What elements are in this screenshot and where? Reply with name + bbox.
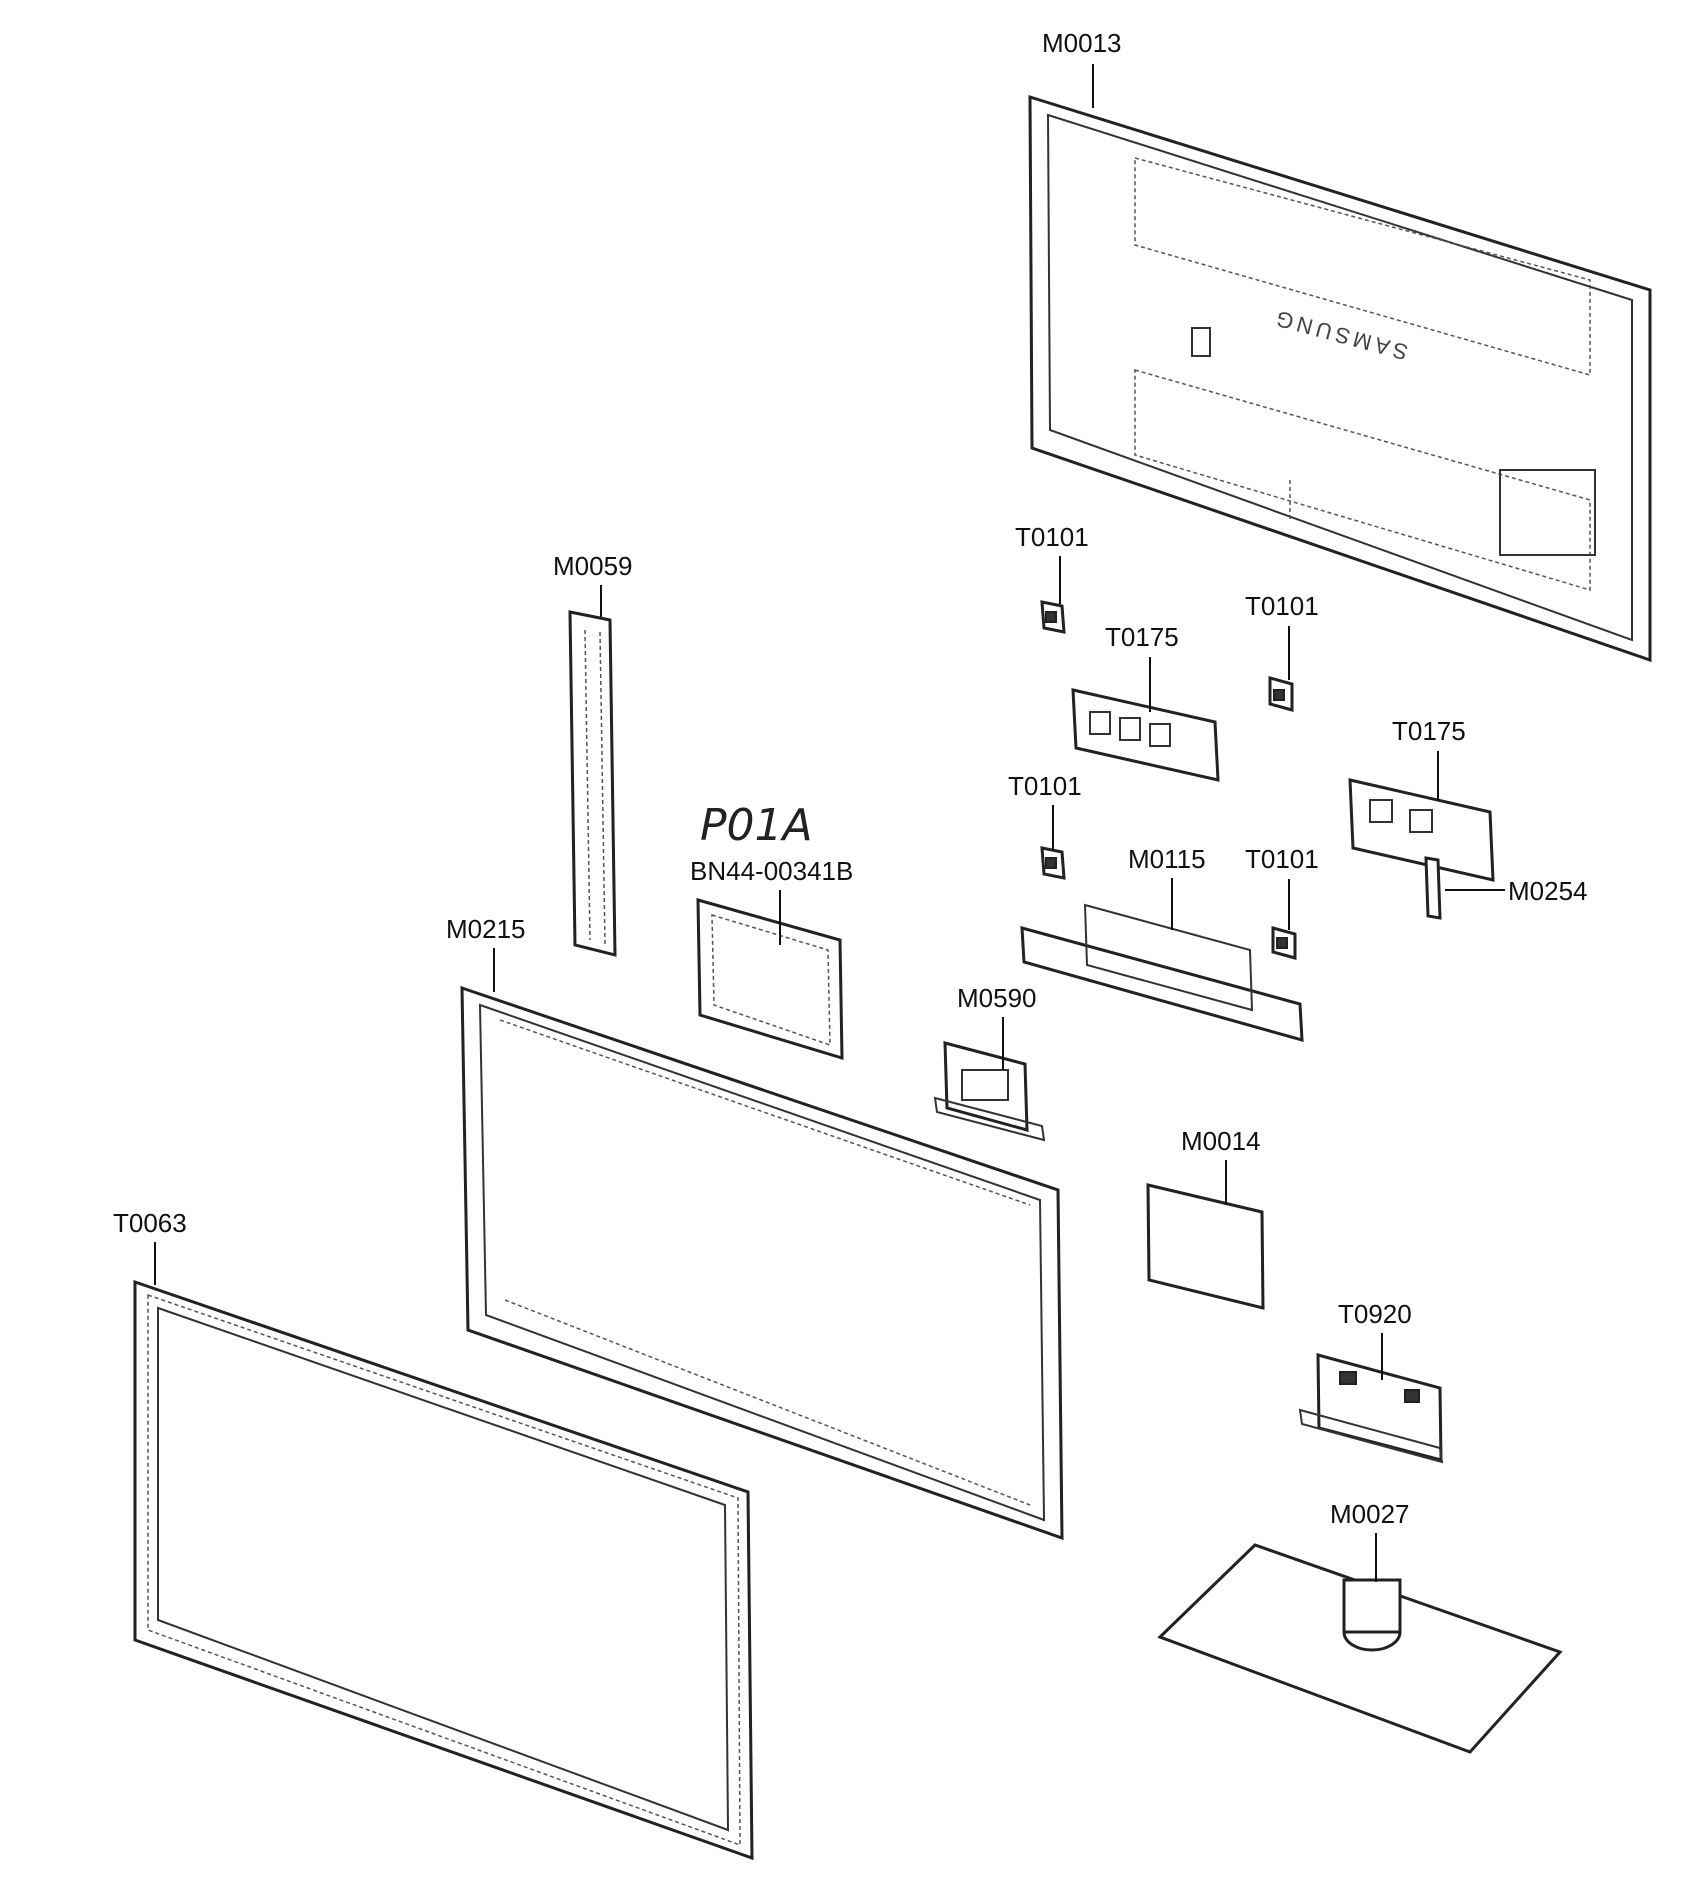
clip-part-b (1268, 676, 1294, 712)
stand-cover-part (1298, 1353, 1444, 1464)
callout-m0254: M0254 (1508, 876, 1588, 906)
rear-cover-part: SAMSUNG (1028, 94, 1652, 663)
callout-m0115: M0115 (1128, 844, 1206, 874)
center-bracket-part (933, 1041, 1046, 1142)
long-bracket-part (1020, 903, 1304, 1043)
callout-t0920: T0920 (1338, 1299, 1412, 1329)
callout-t0101-c: T0101 (1008, 771, 1082, 801)
callout-m0215: M0215 (446, 914, 526, 944)
callout-t0175-a: T0175 (1105, 622, 1179, 652)
callout-t0101-a: T0101 (1015, 522, 1089, 552)
callout-t0101-d: T0101 (1245, 844, 1319, 874)
part-labels: M0013 M0059 T0101 T0101 T0101 T0101 T017… (113, 28, 1588, 1529)
jack-bracket-part-b (1348, 778, 1495, 882)
callout-t0175-b: T0175 (1392, 716, 1466, 746)
sheet-part (1146, 1183, 1265, 1310)
front-bezel-part (133, 1279, 754, 1861)
leader-lines (154, 64, 1505, 1582)
jack-bracket-part-a (1071, 688, 1220, 782)
display-panel-part (460, 985, 1064, 1541)
callout-t0063: T0063 (113, 1208, 187, 1238)
clip-part-a (1040, 600, 1066, 634)
callout-m0590: M0590 (957, 983, 1037, 1013)
stand-base-part (1157, 1543, 1563, 1754)
clip-part-d (1271, 926, 1297, 960)
callout-m0014: M0014 (1181, 1126, 1261, 1156)
small-bracket-part (1424, 856, 1442, 920)
side-bracket-part (568, 610, 617, 957)
callout-bn44: BN44-00341B (690, 856, 853, 886)
clip-part-c (1040, 846, 1066, 880)
main-board-part (696, 898, 844, 1061)
handwritten-note: P01A (700, 800, 813, 851)
callout-t0101-b: T0101 (1245, 591, 1319, 621)
callout-m0027: M0027 (1330, 1499, 1410, 1529)
callout-m0059: M0059 (553, 551, 633, 581)
callout-m0013: M0013 (1042, 28, 1122, 58)
